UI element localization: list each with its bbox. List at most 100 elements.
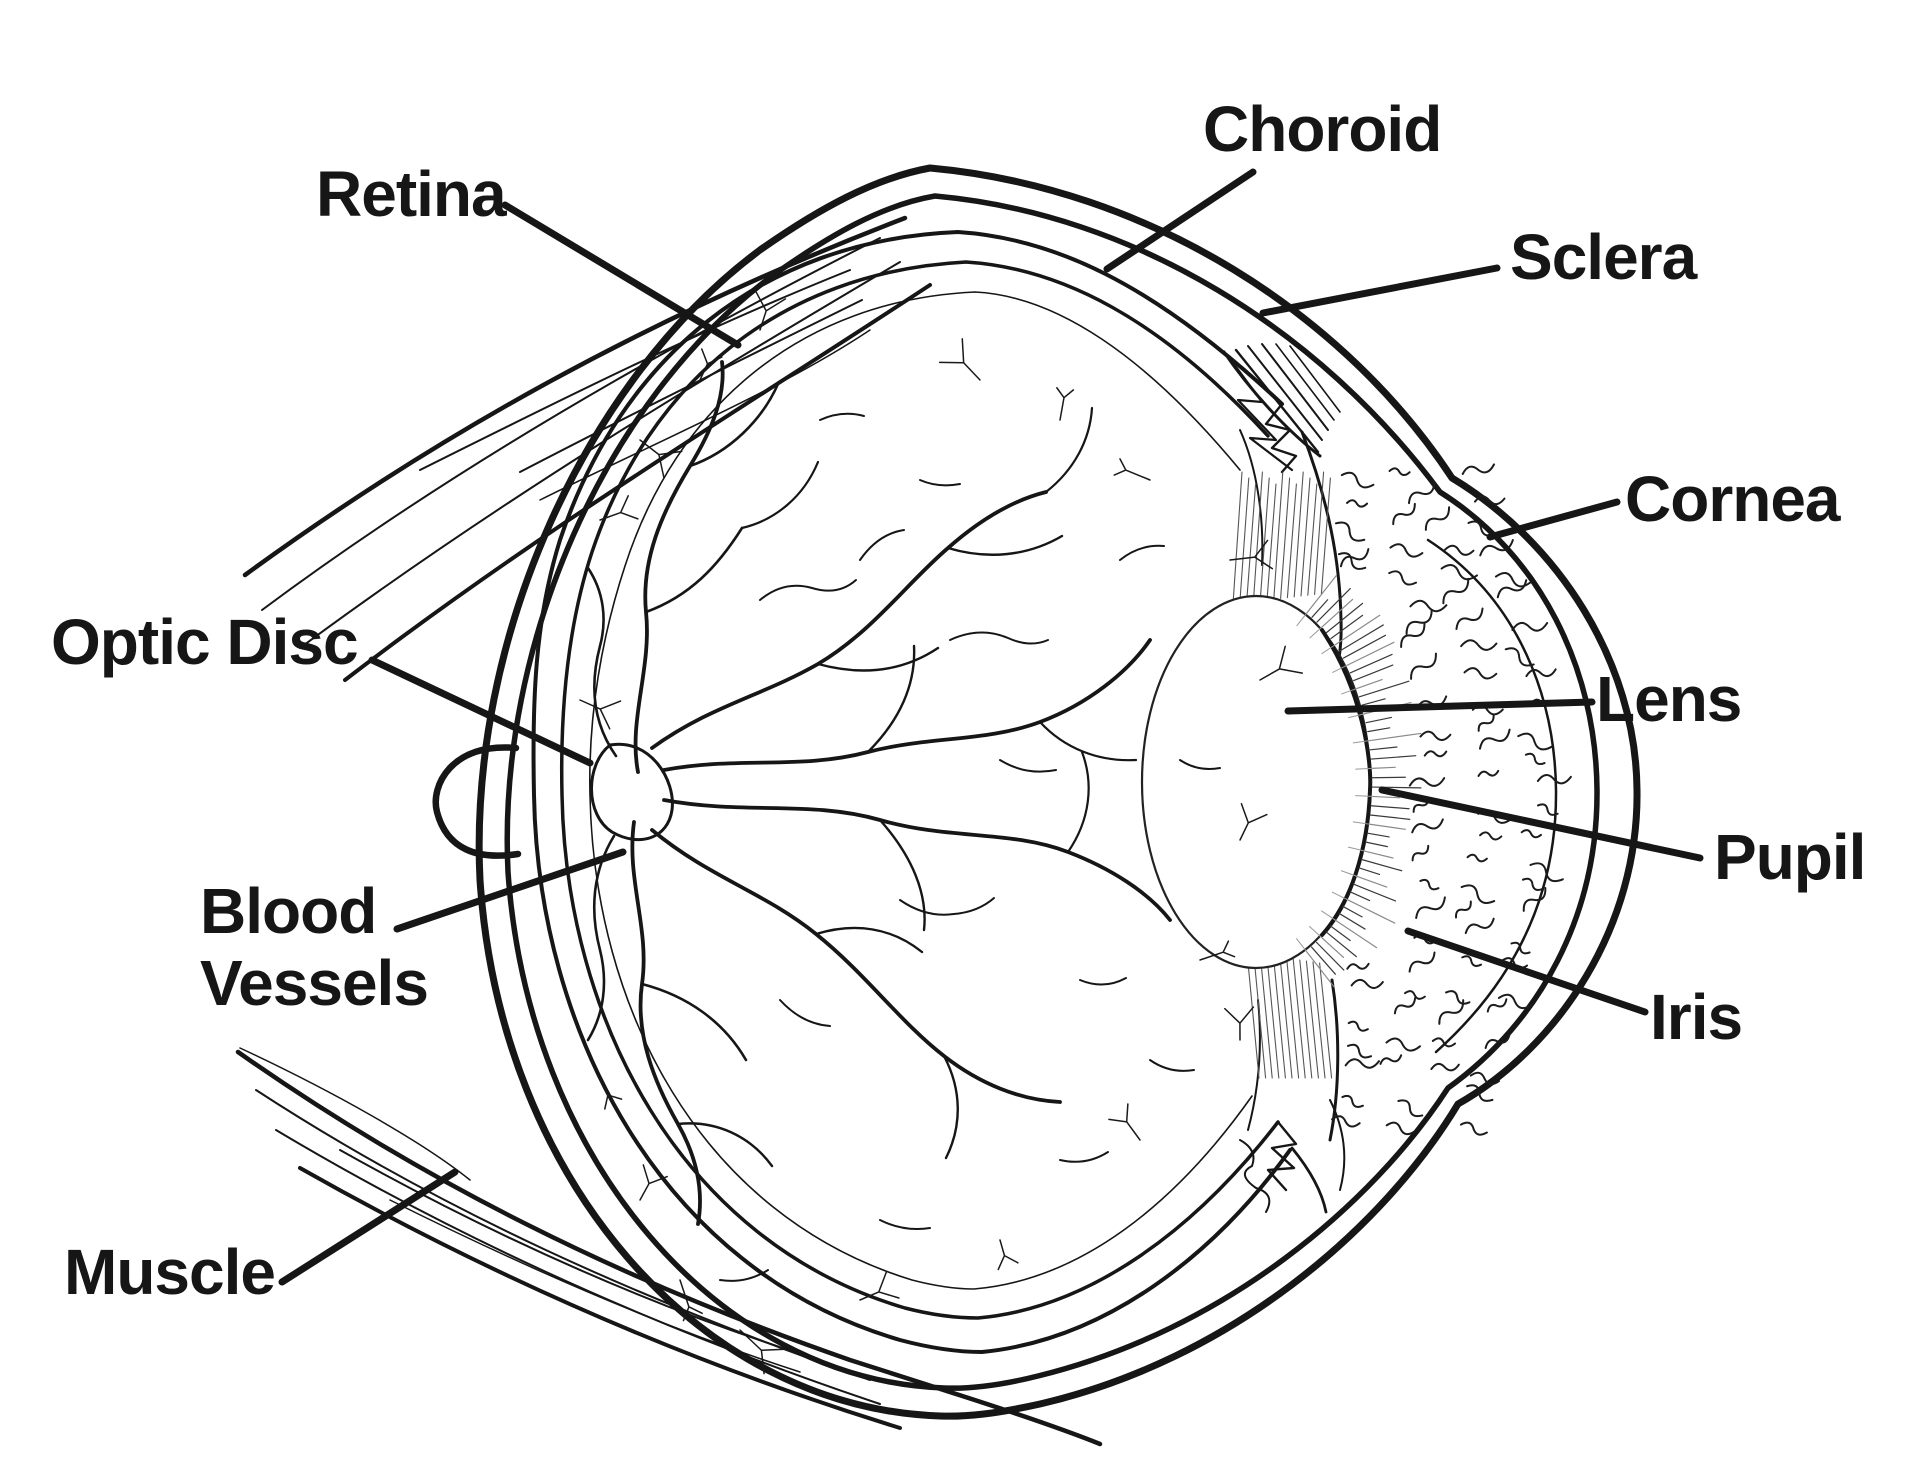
iris-texture-squiggle — [1459, 1121, 1488, 1136]
iris-texture-squiggle — [1411, 818, 1444, 834]
iris-texture-squiggle — [1444, 544, 1475, 556]
choroid-leader-line — [1103, 168, 1257, 273]
vessel-squiggle — [949, 631, 1049, 645]
starburst-ray — [1338, 912, 1366, 930]
zonule-fiber-bottom — [1299, 959, 1313, 1079]
iris-texture-squiggle — [1415, 896, 1446, 920]
iris-texture-squiggle — [1438, 999, 1465, 1025]
iris-texture-squiggle — [1445, 990, 1471, 1005]
iris-texture-squiggle — [1455, 900, 1472, 919]
zonule-fiber-top — [1246, 483, 1257, 603]
iris-texture-squiggle — [1408, 777, 1446, 787]
iris-texture-squiggle — [1339, 548, 1370, 568]
sclera-inner-outline — [504, 193, 1600, 1391]
lens-leader-line — [1284, 698, 1596, 715]
iris-texture-squiggle — [1407, 481, 1436, 505]
iris-texture-squiggle — [1385, 1037, 1421, 1052]
vessel-squiggle — [1119, 544, 1165, 561]
retina-label: Retina — [316, 158, 507, 230]
zonule-fiber-bottom — [1319, 962, 1333, 1079]
iris-texture-squiggle — [1404, 990, 1426, 1000]
ora-serrata-zigzag-top2 — [1264, 402, 1298, 474]
choroid-label: Choroid — [1203, 93, 1442, 165]
iris-texture-squiggle — [1517, 732, 1553, 751]
vessel-branch — [946, 534, 1064, 556]
starburst-ray — [1370, 755, 1417, 760]
starburst-ray — [1369, 814, 1411, 820]
starburst-ray — [1369, 746, 1398, 751]
iris-texture — [1331, 463, 1572, 1136]
vessel-branch — [1066, 750, 1090, 854]
starburst-ray — [1352, 883, 1397, 902]
muscle-fiber — [261, 237, 881, 611]
starburst-ray — [1367, 727, 1391, 733]
iris-texture-squiggle — [1522, 887, 1547, 912]
starburst-ray — [1367, 832, 1390, 838]
vessel-temporal-upper — [662, 638, 1152, 772]
muscle-fiber — [519, 299, 863, 473]
starburst-ray — [1356, 678, 1383, 690]
vessel-twig — [599, 1079, 623, 1110]
muscle-fiber — [255, 1089, 871, 1381]
vessel-nasal-lower — [586, 834, 616, 1042]
iris-texture-squiggle — [1337, 552, 1367, 570]
retina-inner-thin-line — [589, 291, 1253, 1290]
iris-texture-squiggle — [1419, 878, 1440, 891]
iris-texture-squiggle — [1460, 884, 1496, 904]
iris-leader-line — [1404, 927, 1649, 1016]
starburst-ray-inner — [1296, 612, 1308, 627]
iris-texture-squiggle — [1392, 502, 1416, 526]
starburst-ray — [1365, 841, 1388, 848]
iris-texture-squiggle — [1477, 769, 1500, 777]
zonule-fiber-bottom — [1266, 954, 1280, 1079]
iris-texture-squiggle — [1524, 752, 1546, 766]
starburst-ray — [1316, 588, 1351, 623]
starburst-ray — [1315, 941, 1345, 971]
vessel-branch — [688, 382, 780, 468]
iris-band-edge-bottom — [1328, 978, 1340, 1142]
ciliary-fan-line — [1275, 343, 1335, 421]
iris-texture-squiggle — [1464, 917, 1495, 935]
zonule-fiber-bottom — [1246, 951, 1260, 1079]
zonule-fiber-top — [1232, 471, 1243, 605]
vessel-branch — [942, 1054, 959, 1160]
iris-texture-squiggle — [1511, 622, 1549, 632]
ciliary-blob-bottom — [1239, 1139, 1271, 1213]
vessel-squiggle — [779, 999, 831, 1027]
starburst-ray — [1371, 766, 1396, 769]
vessel-branch — [814, 926, 924, 954]
vessel-squiggle — [919, 479, 961, 487]
iris-texture-squiggle — [1525, 668, 1557, 678]
vessel-squiggle — [759, 579, 857, 601]
starburst-ray — [1311, 599, 1329, 618]
vessel-twig — [679, 1279, 703, 1322]
vessel-twig — [1239, 803, 1268, 841]
iris-texture-squiggle — [1466, 853, 1488, 863]
iris-texture-squiggle — [1346, 1043, 1373, 1059]
starburst-ray-inner — [1331, 891, 1348, 900]
muscle-fiber — [298, 1166, 902, 1430]
muscle-fiber — [235, 1049, 1103, 1447]
vessel-superotemporal — [650, 490, 1048, 750]
iris-texture-squiggle — [1419, 730, 1452, 742]
iris-texture-squiggle — [1460, 639, 1498, 651]
muscle-fiber — [339, 1149, 821, 1361]
iris-texture-squiggle — [1331, 1115, 1361, 1128]
zonule-fiber-bottom — [1253, 952, 1267, 1079]
optic-disc-label: Optic Disc — [51, 606, 359, 678]
ora-serrata-zigzag-top — [1226, 354, 1294, 472]
starburst-ray-inner — [1352, 740, 1370, 744]
iris-texture-squiggle — [1409, 599, 1448, 613]
iris-texture-squiggle — [1347, 1020, 1369, 1032]
iris-texture-squiggle — [1397, 1099, 1424, 1118]
iris-texture-squiggle — [1341, 1094, 1364, 1108]
iris-texture-squiggle — [1440, 564, 1478, 581]
starburst-ray-inner — [1341, 688, 1358, 695]
ciliary-fan-line — [1261, 343, 1329, 431]
starburst-ray — [1358, 680, 1410, 698]
blood-vessels-label-line2: Vessels — [200, 947, 429, 1019]
starburst-ray — [1358, 867, 1381, 876]
starburst-ray — [1346, 641, 1395, 666]
iris-texture-squiggle — [1497, 993, 1533, 1010]
starburst-ray — [1349, 653, 1393, 674]
